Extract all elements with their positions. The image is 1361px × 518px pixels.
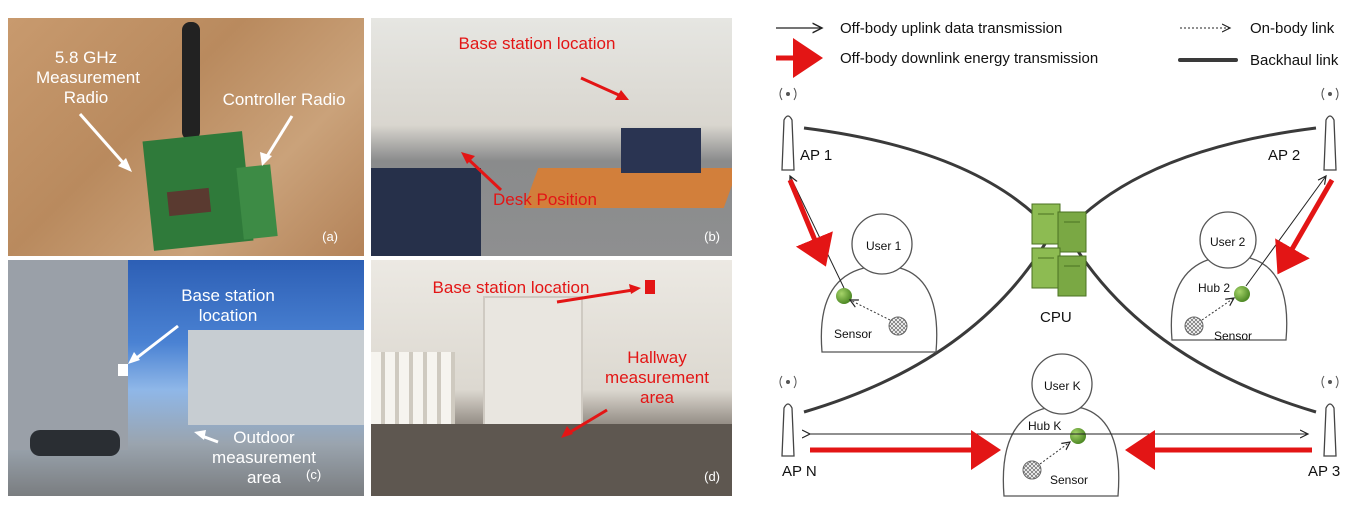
photo-a-radio-board: 5.8 GHz Measurement Radio Controller Rad… (8, 18, 364, 256)
photo-d-arrows (556, 280, 655, 438)
user1-sensor-icon (888, 316, 908, 336)
photo-b-arrows (461, 76, 629, 192)
ap3-label: AP 3 (1308, 463, 1340, 480)
photo-b-office: Base station location Desk Position (b) (371, 18, 732, 256)
userK-sensor-icon (1022, 460, 1042, 480)
user2-label: User 2 (1210, 235, 1246, 249)
label-measurement-radio: 5.8 GHz Measurement Radio (36, 48, 140, 107)
tag-d: (d) (704, 469, 720, 484)
label-base-station-b: Base station location (458, 34, 616, 53)
label-hallway-area: Hallway measurement area (605, 348, 709, 407)
userK-sensor-label: Sensor (1050, 473, 1088, 487)
car-shape (30, 430, 120, 456)
antenna-shape (182, 22, 200, 140)
banister-shape (371, 352, 455, 432)
building-left (8, 260, 128, 450)
label-base-station-c: Base station location (181, 286, 275, 325)
user2-sensor-icon (1184, 316, 1204, 336)
user2-hub-icon (1234, 286, 1250, 302)
label-controller-radio: Controller Radio (222, 90, 346, 109)
carpet-shape (371, 424, 732, 496)
photo-c-arrows (118, 324, 219, 444)
door-shape (483, 296, 583, 430)
apN-antenna-icon (779, 375, 797, 457)
userK-label: User K (1044, 379, 1081, 393)
cpu-server-icon (1031, 203, 1087, 297)
legend-downlink-label: Off-body downlink energy transmission (840, 50, 1098, 67)
hubK-label: Hub K (1028, 419, 1061, 433)
tag-c: (c) (306, 467, 322, 482)
ap1-label: AP 1 (800, 147, 832, 164)
user1-hub-icon (836, 288, 852, 304)
legend-onbody-label: On-body link (1250, 20, 1335, 37)
partition-shape-right (621, 128, 701, 173)
downlink-arrows (787, 178, 1335, 470)
photo-a-arrows (78, 113, 294, 172)
partition-shape (371, 168, 481, 256)
user1-body-icon (820, 213, 938, 353)
legend: Off-body uplink data transmission Off-bo… (776, 20, 1339, 78)
tag-a: (a) (322, 229, 338, 244)
photo-d-hallway: Base station location Hallway measuremen… (371, 260, 732, 496)
label-outdoor-area: Outdoor measurement area (212, 428, 316, 487)
label-base-station-d: Base station location (432, 278, 590, 297)
user1-sensor-label: Sensor (834, 327, 872, 341)
apN-label: AP N (782, 463, 817, 480)
hub2-label: Hub 2 (1198, 281, 1230, 295)
user2-sensor-label: Sensor (1214, 329, 1252, 343)
ap2-antenna-icon (1321, 87, 1339, 171)
ap2-label: AP 2 (1268, 147, 1300, 164)
ap1-antenna-icon (779, 87, 797, 171)
user1-label: User 1 (866, 239, 902, 253)
ap3-antenna-icon (1321, 375, 1339, 457)
tag-b: (b) (704, 229, 720, 244)
cpu-label: CPU (1040, 309, 1072, 326)
photo-c-outdoor: Base station location Outdoor measuremen… (8, 260, 364, 496)
system-diagram: Off-body uplink data transmission Off-bo… (776, 20, 1340, 497)
label-desk-position: Desk Position (493, 190, 597, 209)
legend-uplink-label: Off-body uplink data transmission (840, 20, 1062, 37)
userK-hub-icon (1070, 428, 1086, 444)
legend-backhaul-label: Backhaul link (1250, 52, 1339, 69)
building-right (188, 330, 364, 425)
